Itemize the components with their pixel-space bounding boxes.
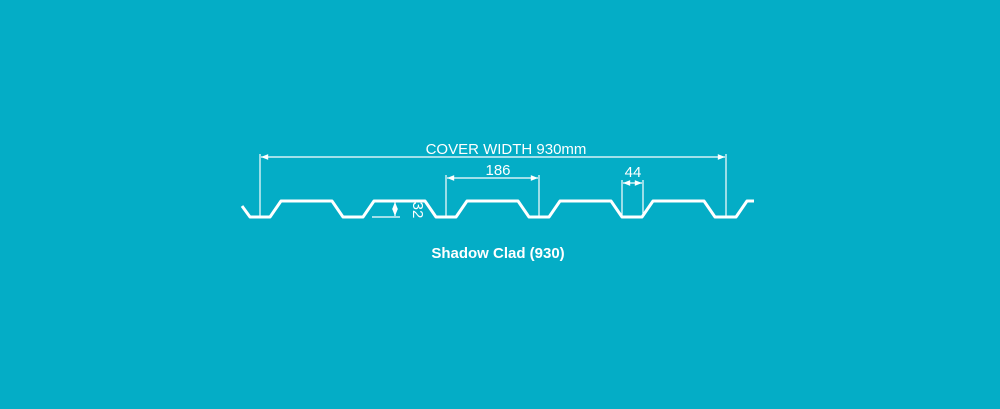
- sheet-profile: [240, 199, 754, 219]
- cover-width-label: COVER WIDTH 930mm: [426, 141, 587, 158]
- rib-height-label: 32: [409, 202, 426, 219]
- pitch-label: 186: [485, 162, 510, 179]
- diagram-title: Shadow Clad (930): [431, 245, 564, 262]
- pan-width-label: 44: [625, 164, 642, 181]
